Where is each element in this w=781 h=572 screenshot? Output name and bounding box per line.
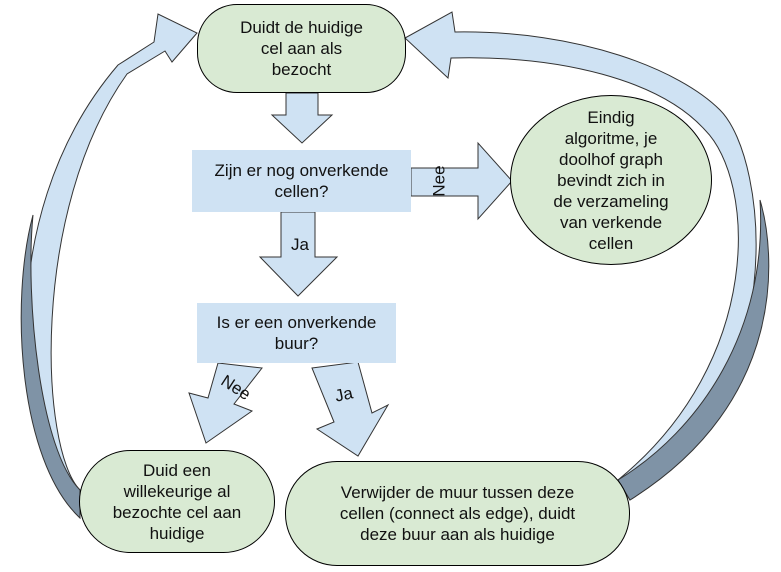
node-random-visited: Duid een willekeurige al bezochte cel aa… xyxy=(79,450,275,553)
arrow-diag-nee xyxy=(188,362,263,444)
label-ja-diag: Ja xyxy=(333,383,355,406)
loop-arrow-right-shadow xyxy=(617,199,770,501)
loop-arrow-left-shadow xyxy=(20,214,81,520)
node-remove-wall: Verwijder de muur tussen deze cellen (co… xyxy=(285,461,630,566)
decision-unvisited-neighbor: Is er een onverkende buur? xyxy=(197,303,396,363)
arrow-down-2 xyxy=(258,211,339,297)
loop-arrow-right xyxy=(404,11,757,501)
decision-unvisited-cells-text: Zijn er nog onverkende cellen? xyxy=(214,161,389,201)
node-end: Eindig algoritme, je doolhof graph bevin… xyxy=(510,95,712,265)
arrow-diag-ja xyxy=(311,361,390,457)
label-ja-down: Ja xyxy=(291,235,309,254)
arrow-down-1 xyxy=(270,92,334,144)
node-random-visited-text: Duid een willekeurige al bezochte cel aa… xyxy=(112,460,242,543)
label-nee-right: Nee xyxy=(429,165,449,197)
node-mark-visited-text: Duidt de huidige cel aan als bezocht xyxy=(240,18,363,79)
node-remove-wall-text: Verwijder de muur tussen deze cellen (co… xyxy=(339,483,576,544)
arrow-right-nee xyxy=(410,141,513,221)
decision-unvisited-neighbor-text: Is er een onverkende buur? xyxy=(216,313,377,353)
node-mark-visited: Duidt de huidige cel aan als bezocht xyxy=(197,4,406,93)
node-end-text: Eindig algoritme, je doolhof graph bevin… xyxy=(553,107,669,253)
decision-unvisited-cells: Zijn er nog onverkende cellen? xyxy=(192,150,411,212)
